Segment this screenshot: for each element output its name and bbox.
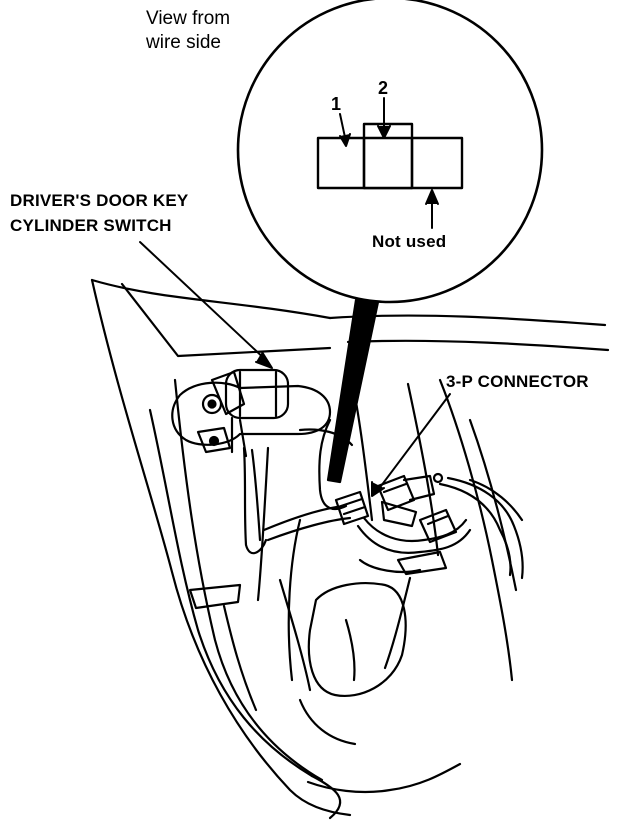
pin-2-label: 2 [378, 78, 389, 98]
switch-label-line2: CYLINDER SWITCH [10, 216, 172, 235]
view-note-line1: View from [146, 8, 231, 29]
connector-label: 3-P CONNECTOR [446, 372, 589, 391]
leader-lines [139, 241, 451, 497]
door-inner-trim [256, 378, 518, 746]
detail-magnifier [236, 0, 544, 484]
switch-label-line1: DRIVER'S DOOR KEY [10, 191, 189, 210]
connector-face [316, 122, 464, 190]
pin-arrows [339, 97, 439, 229]
not-used-label: Not used [372, 232, 447, 251]
key-cylinder-switch [171, 368, 332, 458]
connectors [334, 472, 458, 544]
wire-harness [242, 418, 524, 682]
view-note-line2: wire side [146, 32, 221, 53]
pin-1-label: 1 [331, 94, 342, 114]
